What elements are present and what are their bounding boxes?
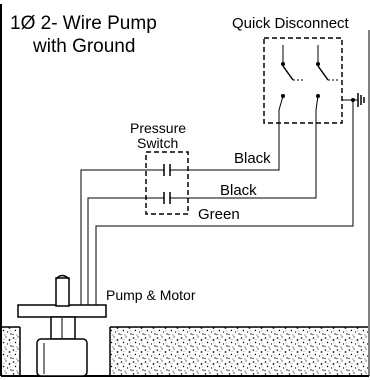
pump-motor xyxy=(17,274,107,377)
quick-disconnect xyxy=(263,37,343,124)
diagram-title-line-1: 1Ø 2- Wire Pump xyxy=(10,13,157,34)
wire-label-black-1: Black xyxy=(234,150,271,167)
pump-drop-wires xyxy=(80,100,354,305)
ground-symbol xyxy=(342,93,365,107)
diagram-title-line-2: with Ground xyxy=(33,36,136,57)
wire-label-black-2: Black xyxy=(220,182,257,199)
pressure-switch-label-line-1: Pressure xyxy=(130,120,187,136)
wire-label-green: Green xyxy=(198,206,240,223)
ground-soil xyxy=(2,326,368,375)
quick-disconnect-label: Quick Disconnect xyxy=(232,15,349,32)
black-wires xyxy=(188,123,317,199)
pressure-switch xyxy=(145,151,189,215)
pump-motor-label: Pump & Motor xyxy=(106,287,196,303)
pressure-switch-label-line-2: Switch xyxy=(137,135,179,151)
